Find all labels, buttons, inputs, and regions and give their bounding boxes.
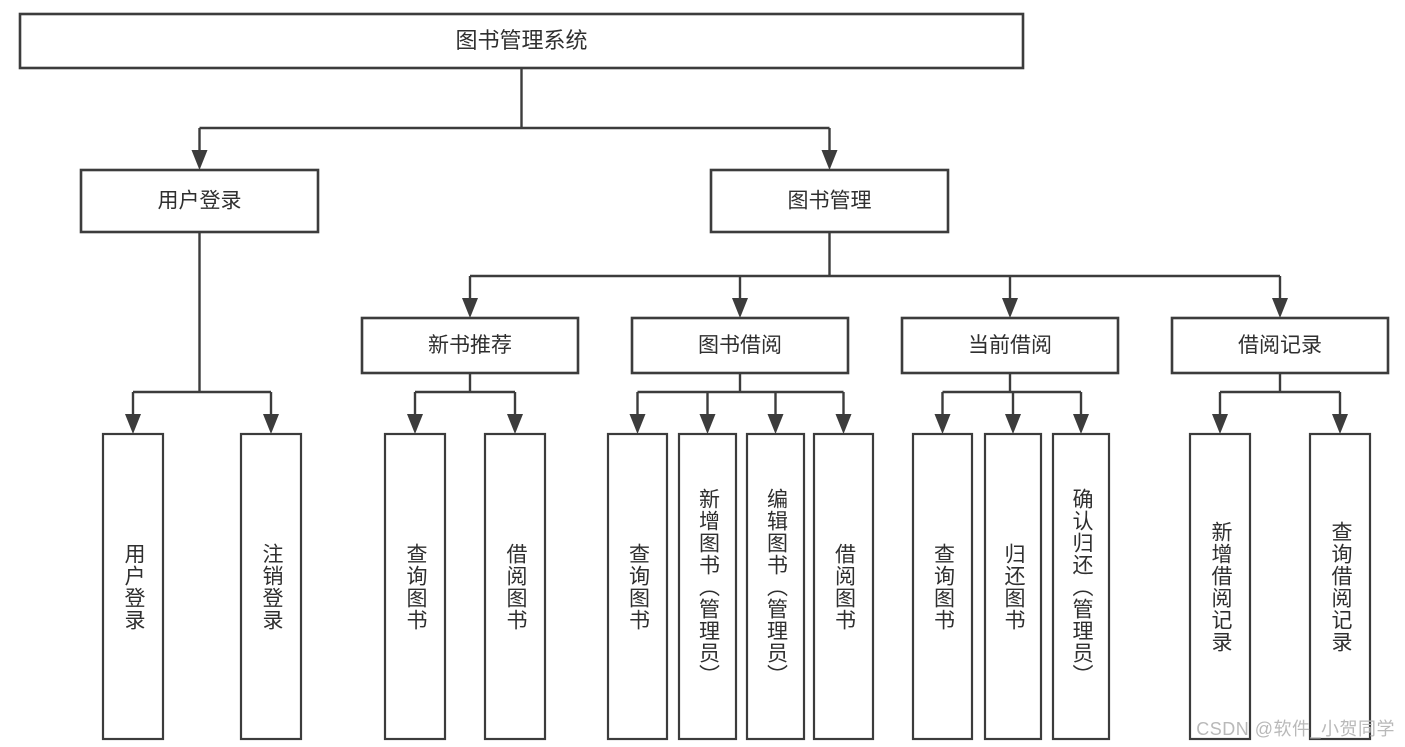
- node-box-leaf-user-login: [101, 432, 165, 741]
- connector-lines: [125, 68, 1348, 434]
- node-box-leaf-query-book-3: [911, 432, 974, 741]
- node-box-current-borrow: [900, 316, 1120, 375]
- node-box-leaf-edit-book: [745, 432, 806, 741]
- node-box-leaf-user-logout: [239, 432, 303, 741]
- node-label-current-borrow: 当前借阅: [968, 334, 1052, 357]
- arrow-head: [1073, 414, 1089, 434]
- node-box-leaf-borrow-book-1: [483, 432, 547, 741]
- node-label-borrow-record: 借阅记录: [1238, 334, 1322, 357]
- arrow-head: [1272, 298, 1288, 318]
- arrow-head: [1212, 414, 1228, 434]
- node-label-book-borrow: 图书借阅: [698, 334, 782, 357]
- node-boxes: [18, 12, 1390, 741]
- arrow-head: [1002, 298, 1018, 318]
- node-box-leaf-add-book: [677, 432, 738, 741]
- arrow-head: [507, 414, 523, 434]
- node-box-book-manage: [709, 168, 950, 234]
- node-box-leaf-borrow-book-2: [812, 432, 875, 741]
- arrow-head: [767, 414, 784, 434]
- arrow-head: [1332, 414, 1348, 434]
- node-box-leaf-query-record: [1308, 432, 1372, 741]
- arrow-head: [629, 414, 646, 434]
- arrow-head: [699, 414, 716, 434]
- arrow-head: [263, 414, 279, 434]
- arrow-head: [407, 414, 423, 434]
- arrow-head: [934, 414, 951, 434]
- arrow-head: [462, 298, 478, 318]
- node-label-new-book-rec: 新书推荐: [428, 334, 512, 357]
- node-box-new-book-rec: [360, 316, 580, 375]
- node-box-leaf-return-book: [983, 432, 1043, 741]
- arrow-head: [732, 298, 748, 318]
- node-box-user-login: [79, 168, 320, 234]
- node-box-borrow-record: [1170, 316, 1390, 375]
- node-label-user-login: 用户登录: [158, 190, 242, 213]
- csdn-watermark: CSDN @软件_小贺同学: [1196, 719, 1395, 739]
- arrow-head: [125, 414, 141, 434]
- arrow-head: [835, 414, 852, 434]
- node-box-root: [18, 12, 1025, 70]
- arrow-head: [821, 150, 838, 170]
- node-box-leaf-add-record: [1188, 432, 1252, 741]
- node-label-root: 图书管理系统: [455, 28, 587, 53]
- arrow-head: [1005, 414, 1021, 434]
- arrow-head: [191, 150, 208, 170]
- node-box-leaf-query-book-1: [383, 432, 447, 741]
- node-box-leaf-query-book-2: [606, 432, 669, 741]
- node-box-book-borrow: [630, 316, 850, 375]
- node-label-book-manage: 图书管理: [788, 190, 872, 213]
- node-box-leaf-confirm-return: [1051, 432, 1111, 741]
